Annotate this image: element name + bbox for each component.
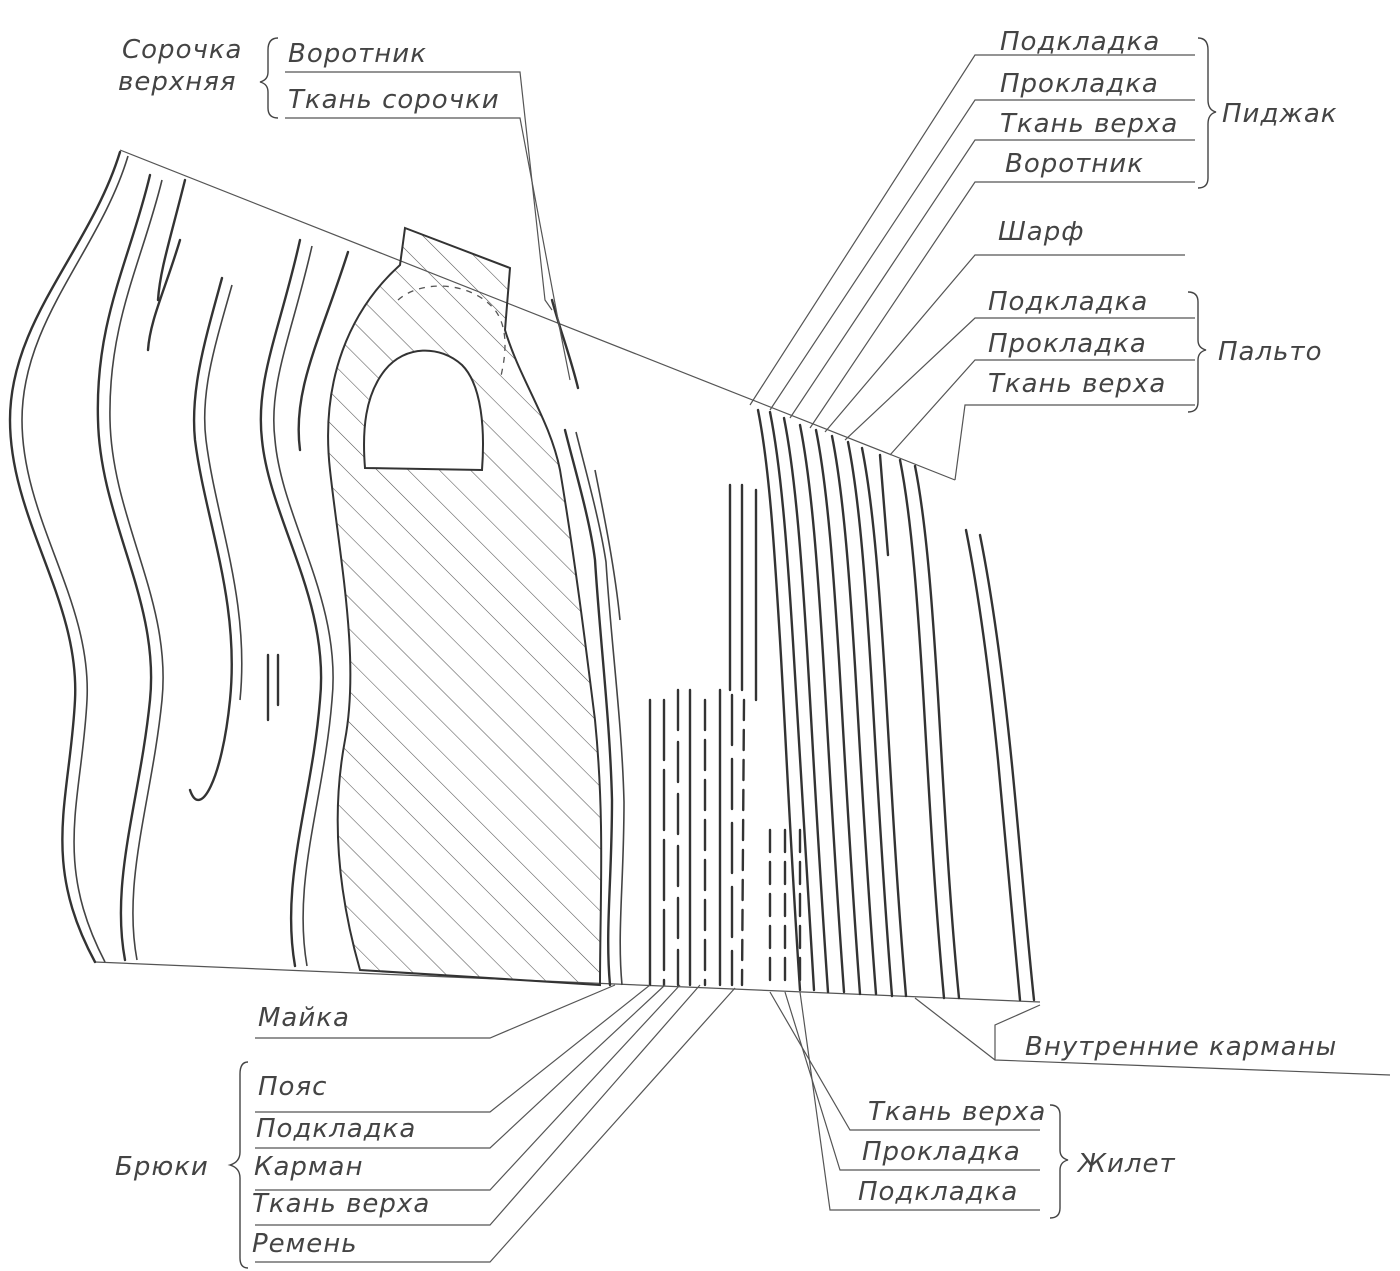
trousers-group-label: Брюки: [115, 1152, 209, 1182]
middle-layers: [648, 483, 802, 992]
coat-item-lining: Подкладка: [988, 287, 1148, 317]
shirt-right-layers: [550, 298, 625, 987]
trousers-item-lining: Подкладка: [256, 1114, 416, 1144]
braces: [227, 37, 1217, 1269]
shirt-group-label-line2: верхняя: [118, 67, 237, 97]
neck-opening: [363, 349, 484, 472]
shirt-item-collar: Воротник: [288, 39, 427, 69]
vest-item-lining: Подкладка: [858, 1177, 1018, 1207]
tshirt-label: Майка: [258, 1003, 350, 1033]
jacket-item-outer-fabric: Ткань верха: [1000, 109, 1178, 139]
collar-dashed-arc: [397, 285, 506, 381]
trousers-item-waistband: Пояс: [258, 1072, 327, 1102]
vest-brace: [1049, 1104, 1069, 1219]
trousers-item-belt: Ремень: [252, 1229, 358, 1259]
labels: Сорочка верхняя Воротник Ткань сорочки П…: [115, 27, 1337, 1259]
shirt-item-fabric: Ткань сорочки: [288, 85, 500, 115]
shirt-brace: [259, 37, 279, 119]
trousers-item-pocket: Карман: [254, 1152, 363, 1182]
vest-item-interlining: Прокладка: [862, 1137, 1021, 1167]
coat-item-interlining: Прокладка: [988, 329, 1147, 359]
cross-section-drawing: [8, 149, 1041, 1003]
left-wavy-layers: [8, 150, 350, 968]
inner-pockets-label: Внутренние карманы: [1025, 1032, 1337, 1062]
shirt-group-label-line1: Сорочка: [122, 35, 242, 65]
jacket-group-label: Пиджак: [1222, 99, 1337, 129]
leader-lines: [255, 54, 1391, 1263]
jacket-brace: [1197, 37, 1217, 189]
coat-brace: [1187, 291, 1207, 413]
hatched-body-region: [327, 226, 603, 987]
coat-group-label: Пальто: [1218, 337, 1322, 367]
jacket-item-collar: Воротник: [1005, 149, 1144, 179]
scarf-label: Шарф: [998, 217, 1084, 247]
jacket-item-lining: Подкладка: [1000, 27, 1160, 57]
coat-item-outer-fabric: Ткань верха: [988, 369, 1166, 399]
vest-item-outer-fabric: Ткань верха: [868, 1097, 1046, 1127]
trousers-item-outer-fabric: Ткань верха: [252, 1189, 430, 1219]
vest-group-label: Жилет: [1076, 1149, 1176, 1179]
top-cut-line: [119, 149, 956, 481]
right-layers: [756, 408, 1036, 1002]
jacket-item-interlining: Прокладка: [1000, 69, 1159, 99]
trousers-brace: [227, 1061, 249, 1269]
